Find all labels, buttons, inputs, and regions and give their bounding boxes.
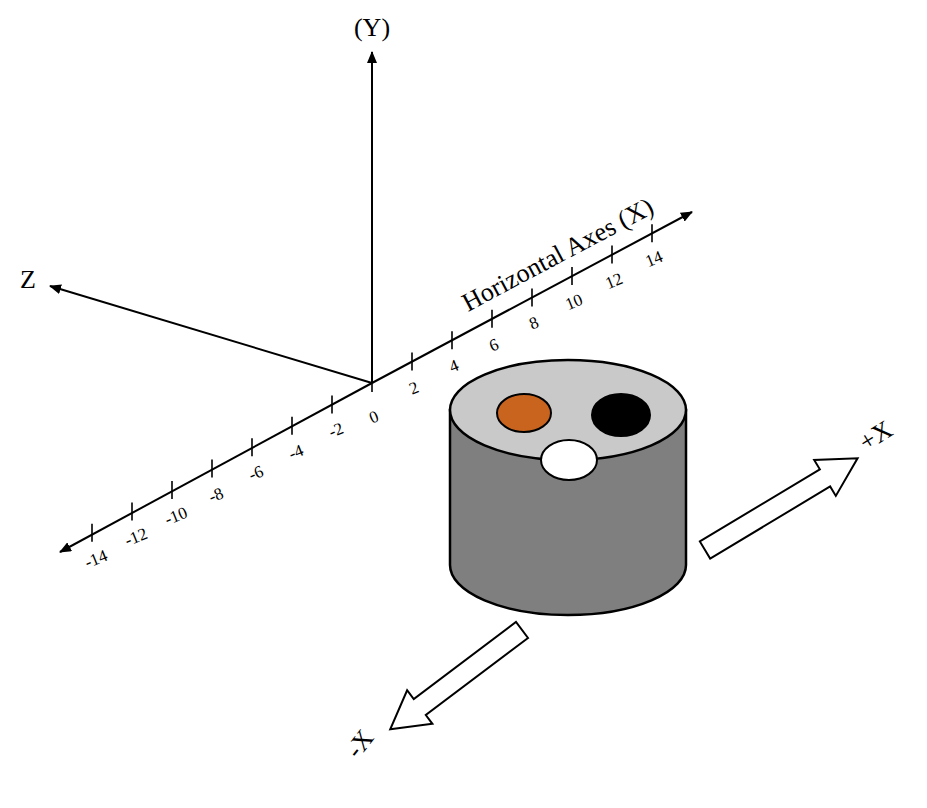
tick-label: 6 [487, 335, 501, 354]
tick-mark [611, 246, 613, 264]
tick-mark [251, 438, 253, 456]
tick-mark [331, 395, 333, 413]
tick-mark [131, 502, 133, 520]
tick-label: 4 [447, 357, 461, 376]
minus-x-arrow [378, 613, 535, 746]
axis-label: (Y) [354, 15, 390, 41]
tick-mark [171, 481, 173, 499]
tick-mark [451, 331, 453, 349]
axis-label: Horizontal Axes (X) [458, 194, 658, 317]
tick-label: -10 [162, 504, 189, 528]
plus-x-arrow [694, 440, 868, 568]
tick-label: 12 [603, 270, 625, 292]
cylinder [450, 360, 686, 615]
tick-label: -8 [206, 484, 226, 505]
tick-mark [531, 288, 533, 306]
tick-mark [91, 524, 93, 542]
tick-mark [411, 353, 413, 371]
direction-label: +X [855, 416, 897, 456]
tick-label: -6 [246, 463, 266, 484]
tick-label: -2 [326, 420, 346, 441]
tick-mark [571, 267, 573, 285]
tick-label: -14 [82, 547, 109, 571]
tick-mark [291, 417, 293, 435]
y-axis [371, 52, 373, 383]
x-axis-positive [372, 212, 692, 383]
tick-label: -12 [122, 525, 149, 549]
tick-mark [371, 374, 373, 392]
axis-label: Z [20, 267, 36, 293]
tick-label: 10 [563, 291, 585, 313]
tick-mark [211, 460, 213, 478]
tick-label: 14 [643, 248, 665, 270]
tick-label: 8 [527, 314, 541, 333]
direction-label: -X [341, 725, 378, 763]
tick-mark [491, 310, 493, 328]
tick-label: 2 [407, 378, 421, 397]
x-axis-negative [60, 383, 372, 552]
tick-mark [651, 224, 653, 242]
tick-label: 0 [367, 408, 381, 427]
z-axis [50, 286, 372, 383]
tick-label: -4 [286, 441, 306, 462]
